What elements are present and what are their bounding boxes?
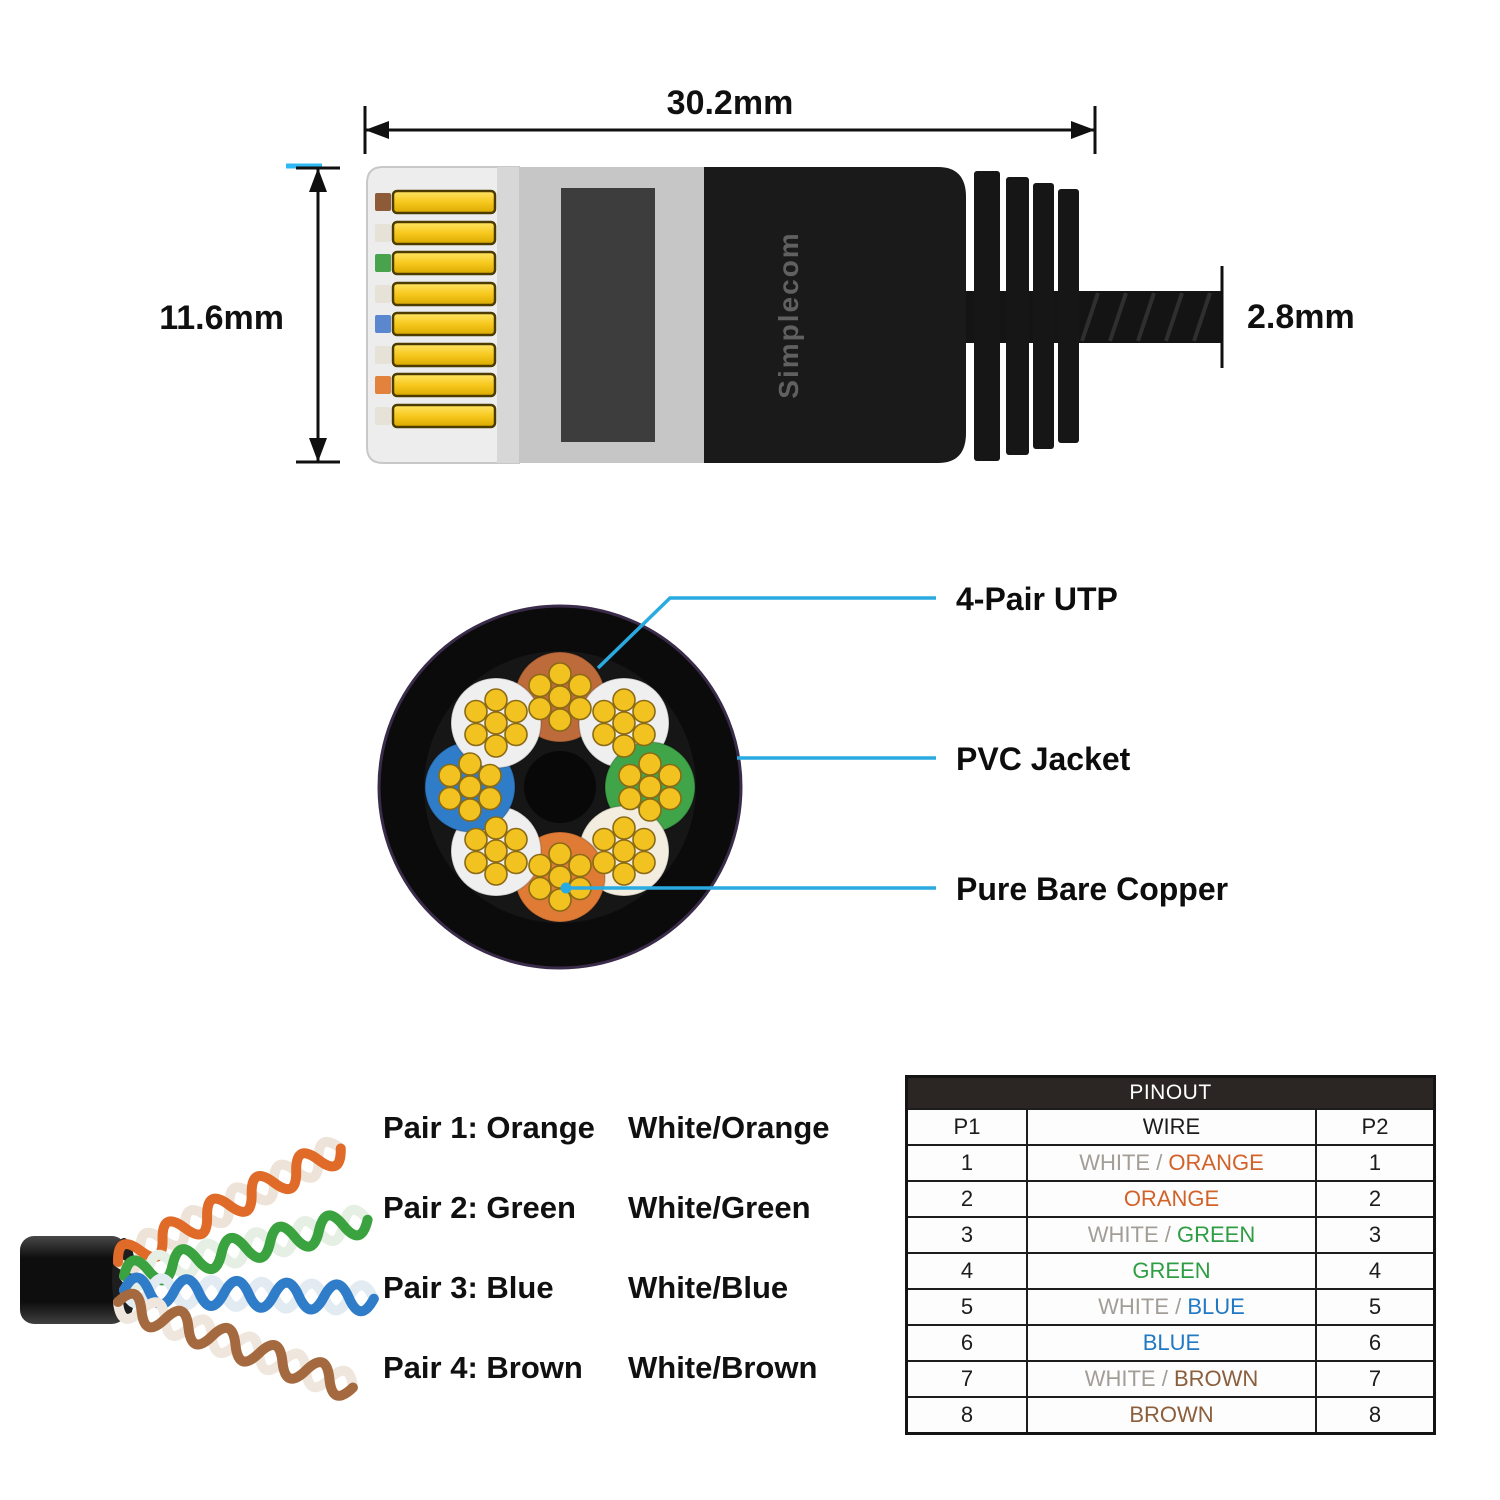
pinout-cell-p2: 1: [1315, 1146, 1433, 1180]
pinout-row-6: 6 BLUE 6: [908, 1324, 1433, 1360]
label-4pair-utp: 4-Pair UTP: [956, 581, 1118, 617]
pinout-row-2: 2 ORANGE 2: [908, 1180, 1433, 1216]
pinout-cell-wire: BROWN: [1026, 1398, 1315, 1432]
pinout-row-5: 5 WHITE / BLUE 5: [908, 1288, 1433, 1324]
wire-color-part: GREEN: [1132, 1258, 1211, 1283]
pinout-header-row: P1 WIRE P2: [908, 1108, 1433, 1144]
pinout-cell-p1: 8: [960, 1402, 974, 1427]
pair-white-name: White/Orange: [628, 1110, 830, 1145]
connector-dimension-diagram: 30.2mm 11.6mm: [159, 84, 1355, 464]
dim-length-label: 30.2mm: [667, 84, 794, 122]
rj45-inner-block: [561, 188, 655, 442]
dimension-arrow-down: [309, 438, 327, 462]
pinout-cell-p1: 1: [960, 1150, 974, 1175]
pinout-cell-p2: 6: [1315, 1326, 1433, 1360]
dimension-arrow-up: [309, 168, 327, 192]
wire-color-part: BROWN: [1129, 1402, 1214, 1427]
callout-dot: [560, 882, 572, 894]
wire-color-part: BROWN: [1173, 1366, 1259, 1391]
dimension-arrow-left: [365, 121, 389, 139]
pinout-cell-p1: 7: [960, 1366, 974, 1391]
pinout-table: PINOUT P1 WIRE P2 1 WHITE / ORANGE 1 2 O…: [905, 1075, 1436, 1435]
rj45-body: [704, 167, 966, 463]
pair-row-3: Pair 3: Blue White/Blue: [383, 1248, 830, 1328]
cross-section-center-gap: [524, 751, 596, 823]
pinout-header-p1: P1: [953, 1114, 981, 1139]
pinout-cell-p1: 5: [960, 1294, 974, 1319]
pair-name: Pair 1: Orange: [383, 1110, 595, 1145]
pinout-header-p2: P2: [1315, 1110, 1433, 1144]
brand-logo-text: Simplecom: [773, 231, 804, 398]
pinout-cell-wire: WHITE / GREEN: [1026, 1218, 1315, 1252]
pinout-cell-wire: WHITE / BROWN: [1026, 1362, 1315, 1396]
pinout-cell-p2: 8: [1315, 1398, 1433, 1432]
pair-row-1: Pair 1: Orange White/Orange: [383, 1088, 830, 1168]
pinout-row-3: 3 WHITE / GREEN 3: [908, 1216, 1433, 1252]
pinout-title: PINOUT: [908, 1078, 1433, 1108]
wire-white-part: WHITE /: [1079, 1150, 1169, 1175]
pinout-cell-p1: 2: [960, 1186, 974, 1211]
pinout-row-1: 1 WHITE / ORANGE 1: [908, 1144, 1433, 1180]
wire-color-part: ORANGE: [1123, 1186, 1220, 1211]
strain-relief-ribs: [974, 171, 1079, 461]
pinout-cell-wire: WHITE / ORANGE: [1026, 1146, 1315, 1180]
pair-name: Pair 3: Blue: [383, 1270, 554, 1305]
pinout-cell-p2: 2: [1315, 1182, 1433, 1216]
twisted-pairs-illustration: [20, 1040, 900, 1500]
pair-color-legend: Pair 1: Orange White/Orange Pair 2: Gree…: [383, 1088, 830, 1408]
dim-height-label: 11.6mm: [159, 299, 284, 337]
pinout-cell-p2: 5: [1315, 1290, 1433, 1324]
pinout-row-7: 7 WHITE / BROWN 7: [908, 1360, 1433, 1396]
dim-cable-label: 2.8mm: [1247, 298, 1355, 336]
wire-white-part: WHITE /: [1084, 1366, 1174, 1391]
pinout-cell-p2: 7: [1315, 1362, 1433, 1396]
label-pvc-jacket: PVC Jacket: [956, 741, 1131, 777]
rj45-pins: [375, 189, 497, 429]
cable-cross-section: [377, 604, 743, 970]
pair-white-name: White/Blue: [628, 1270, 789, 1305]
pinout-cell-wire: BLUE: [1026, 1326, 1315, 1360]
wire-color-part: ORANGE: [1168, 1150, 1264, 1175]
wire-color-part: BLUE: [1142, 1330, 1201, 1355]
pinout-cell-wire: WHITE / BLUE: [1026, 1290, 1315, 1324]
twisted-pair-orange: [112, 1137, 347, 1274]
pinout-cell-p1: 3: [960, 1222, 974, 1247]
pinout-cell-p2: 4: [1315, 1254, 1433, 1288]
pair-row-4: Pair 4: Brown White/Brown: [383, 1328, 830, 1408]
pinout-cell-p1: 6: [960, 1330, 974, 1355]
pinout-cell-wire: GREEN: [1026, 1254, 1315, 1288]
wire-color-part: GREEN: [1176, 1222, 1256, 1247]
pair-name: Pair 2: Green: [383, 1190, 576, 1225]
pair-name: Pair 4: Brown: [383, 1350, 583, 1385]
pinout-cell-wire: ORANGE: [1026, 1182, 1315, 1216]
pair-row-2: Pair 2: Green White/Green: [383, 1168, 830, 1248]
pinout-row-8: 8 BROWN 8: [908, 1396, 1433, 1432]
rj45-housing-edge: [497, 167, 519, 463]
pair-white-name: White/Green: [628, 1190, 811, 1225]
pinout-cell-p1: 4: [960, 1258, 974, 1283]
pinout-header-wire: WIRE: [1026, 1110, 1315, 1144]
dimension-connector-height: [296, 166, 340, 464]
pair-white-name: White/Brown: [628, 1350, 818, 1385]
callout-lines: [566, 596, 936, 890]
pinout-cell-p2: 3: [1315, 1218, 1433, 1252]
wire-white-part: WHITE /: [1087, 1222, 1177, 1247]
wire-color-part: BLUE: [1187, 1294, 1245, 1319]
label-pure-bare-copper: Pure Bare Copper: [956, 871, 1228, 907]
cross-section-diagram: 4-Pair UTP PVC Jacket Pure Bare Copper: [377, 581, 1228, 970]
dimension-arrow-right: [1071, 121, 1095, 139]
cable-jacket-end: [20, 1236, 126, 1324]
wire-white-part: WHITE /: [1098, 1294, 1188, 1319]
cable-texture: [1080, 292, 1212, 342]
pinout-row-4: 4 GREEN 4: [908, 1252, 1433, 1288]
